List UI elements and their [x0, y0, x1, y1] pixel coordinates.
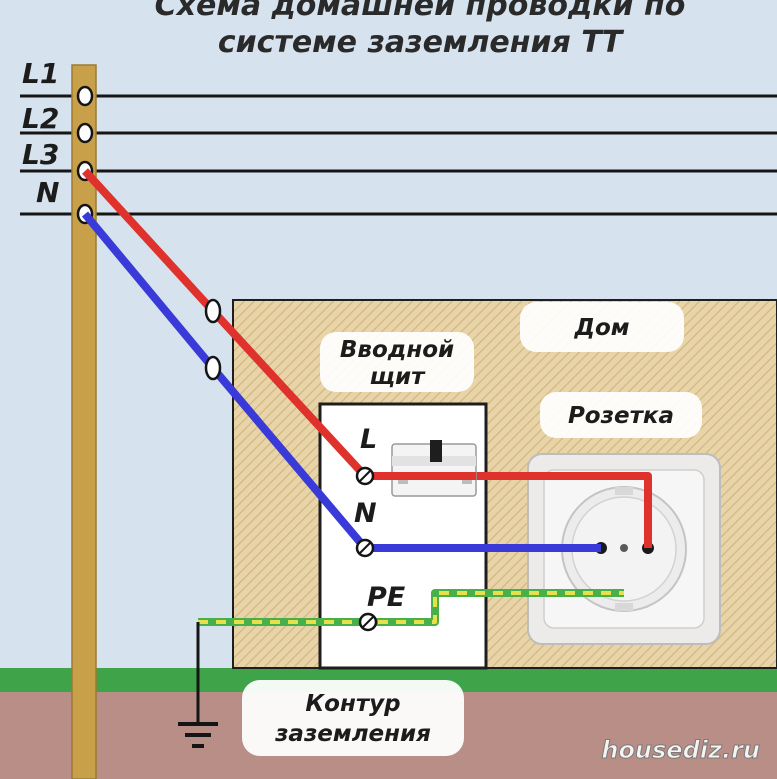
title-line-2: системе заземления ТТ [218, 25, 625, 60]
house-label: Дом [573, 315, 629, 341]
ground-symbol-icon [178, 622, 218, 748]
socket-label-bubble: Розетка [540, 392, 702, 438]
pole-insulators [76, 85, 94, 225]
terminal-label-l: L [360, 424, 377, 455]
label-n: N [36, 176, 59, 209]
panel-label-bubble: Вводной щит [320, 332, 474, 392]
pe-wire [198, 589, 624, 626]
wall-insulators [204, 298, 222, 381]
panel-label-line-2: щит [370, 364, 427, 390]
label-l1: L1 [22, 57, 59, 90]
terminal-label-n: N [354, 498, 377, 529]
label-l3: L3 [22, 138, 59, 171]
ground-label-bubble: Контур заземления [242, 680, 464, 756]
panel-label-line-1: Вводной [340, 337, 454, 363]
label-l2: L2 [22, 102, 59, 135]
ground-label-line-2: заземления [274, 721, 431, 747]
socket-icon [527, 453, 721, 645]
house-label-bubble: Дом [520, 302, 684, 352]
terminal-label-pe: PE [367, 582, 406, 613]
title-line-1: Схема домашней проводки по [155, 0, 686, 23]
terminal-icon [355, 466, 378, 632]
ground-label-line-1: Контур [305, 691, 400, 717]
socket-label: Розетка [568, 403, 674, 429]
breaker-icon [391, 440, 477, 497]
watermark: housediz.ru [601, 736, 760, 764]
